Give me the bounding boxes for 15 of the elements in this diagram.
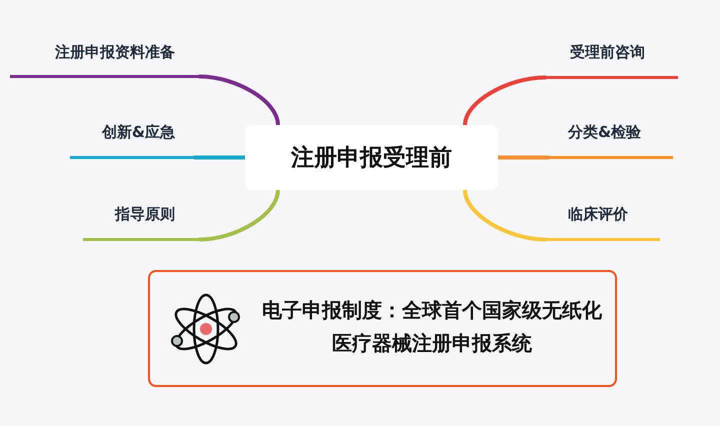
branch-line [198, 188, 280, 242]
branch-line [496, 156, 550, 160]
topic-box: 注册申报受理前 [245, 125, 498, 190]
branch-line [193, 156, 247, 160]
branch-label: 创新&应急 [70, 122, 195, 159]
branch-line [463, 188, 547, 242]
branch-label: 分类&检验 [548, 122, 673, 159]
branch-label: 指导原则 [83, 204, 200, 241]
branch-label: 注册申报资料准备 [10, 42, 200, 78]
branch-label: 受理前咨询 [545, 42, 678, 79]
branch-line [198, 74, 280, 127]
info-text: 电子申报制度：全球首个国家级无纸化医疗器械注册申报系统 [261, 297, 603, 357]
branch-line [463, 76, 547, 127]
info-box [148, 270, 617, 387]
branch-label: 临床评价 [545, 204, 660, 241]
